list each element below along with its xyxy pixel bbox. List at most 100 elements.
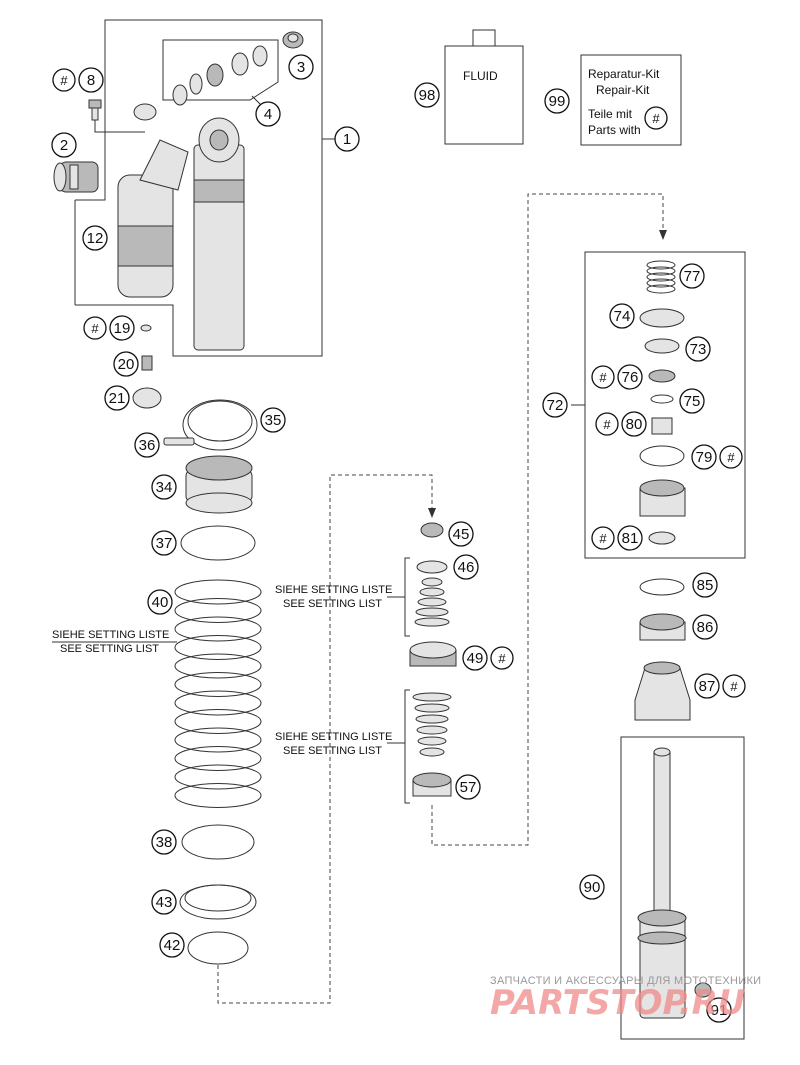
part-99-repair-kit	[580, 54, 682, 146]
part-piston-housing	[639, 479, 686, 517]
part-46-washer	[416, 560, 448, 574]
part-21-cap	[132, 387, 162, 409]
callout-74[interactable]: 74	[609, 303, 635, 329]
callout-circle	[151, 474, 177, 500]
callout-3[interactable]: 3	[288, 54, 314, 80]
callout-circle	[82, 225, 108, 251]
callout-number: 76	[622, 369, 639, 386]
shim	[415, 714, 449, 724]
siehe-setting-lower: SIEHE SETTING LISTE	[275, 731, 392, 743]
callout-81[interactable]: 81#	[591, 525, 643, 551]
hash-circle	[83, 316, 107, 340]
part-4-seal-rings	[172, 45, 268, 106]
callout-4[interactable]: 4	[255, 101, 281, 127]
part-40-spring[interactable]	[174, 579, 262, 808]
see-setting-left: SEE SETTING LIST	[60, 643, 159, 655]
callout-38[interactable]: 38	[151, 829, 177, 855]
shim-stack-bracket-lower	[404, 689, 410, 804]
callout-8[interactable]: 8#	[52, 67, 104, 93]
part-37-washer	[180, 525, 256, 561]
callout-circle	[151, 530, 177, 556]
callout-circle	[113, 351, 139, 377]
part-49-piston	[409, 641, 457, 667]
arrow-to-piston	[659, 230, 667, 240]
part-3-nut	[282, 31, 304, 49]
callout-86[interactable]: 86	[692, 614, 718, 640]
callout-98[interactable]: 98	[414, 82, 440, 108]
callout-35[interactable]: 35	[260, 407, 286, 433]
callout-49[interactable]: 49#	[462, 645, 514, 671]
callout-number: 42	[164, 937, 181, 954]
callout-circle	[617, 364, 643, 390]
callout-42[interactable]: 42	[159, 932, 185, 958]
callout-57[interactable]: 57	[455, 774, 481, 800]
part-42-ring	[187, 931, 249, 965]
callout-circle	[109, 315, 135, 341]
callout-91[interactable]: 91	[706, 997, 732, 1023]
hash-marker: #	[591, 526, 615, 550]
callout-2[interactable]: 2	[51, 132, 77, 158]
callout-77[interactable]: 77	[679, 263, 705, 289]
callout-circle	[679, 263, 705, 289]
part-19-oring	[140, 324, 152, 332]
hash-symbol: #	[498, 651, 506, 666]
callout-46[interactable]: 46	[453, 554, 479, 580]
callout-1[interactable]: 1	[334, 126, 360, 152]
part-75-oring	[650, 394, 674, 404]
callout-75[interactable]: 75	[679, 388, 705, 414]
shim	[417, 736, 447, 746]
callout-21[interactable]: 21	[104, 385, 130, 411]
callout-45[interactable]: 45	[448, 521, 474, 547]
callout-circle	[706, 997, 732, 1023]
callout-40[interactable]: 40	[147, 589, 173, 615]
shim	[414, 617, 450, 627]
siehe-setting-left: SIEHE SETTING LISTE	[52, 629, 169, 641]
spring-coil	[174, 746, 262, 771]
callout-number: 90	[584, 879, 601, 896]
shim	[415, 607, 449, 617]
hash-marker: #	[719, 445, 743, 469]
hash-circle	[591, 526, 615, 550]
callout-79[interactable]: 79#	[691, 444, 743, 470]
hash-circle	[52, 68, 76, 92]
callout-number: 43	[156, 894, 173, 911]
hash-marker: #	[595, 412, 619, 436]
callout-73[interactable]: 73	[685, 336, 711, 362]
shim	[417, 597, 447, 607]
callout-72[interactable]: 72	[542, 392, 568, 418]
shim	[419, 587, 445, 597]
spring-coil	[174, 783, 262, 808]
part-shim-stack-upper	[414, 577, 450, 627]
callout-87[interactable]: 87#	[694, 673, 746, 699]
callout-90[interactable]: 90	[579, 874, 605, 900]
callout-circle	[453, 554, 479, 580]
callout-36[interactable]: 36	[134, 432, 160, 458]
callout-76[interactable]: 76#	[591, 364, 643, 390]
hash-circle	[591, 365, 615, 389]
callout-number: 37	[156, 535, 173, 552]
callout-85[interactable]: 85	[692, 572, 718, 598]
callout-80[interactable]: 80#	[595, 411, 647, 437]
callout-circle	[694, 673, 720, 699]
callout-19[interactable]: 19#	[83, 315, 135, 341]
part-57-seat	[412, 772, 452, 797]
spring-coil	[646, 260, 676, 270]
part-76-seal	[648, 369, 676, 383]
callout-circle	[685, 336, 711, 362]
callout-circle	[51, 132, 77, 158]
callout-number: 36	[139, 437, 156, 454]
callout-number: 91	[711, 1002, 728, 1019]
callout-layer: 12348#1219#20213536343740384342454649#57…	[51, 54, 746, 1023]
callout-12[interactable]: 12	[82, 225, 108, 251]
part-36-bolt	[163, 437, 195, 446]
callout-20[interactable]: 20	[113, 351, 139, 377]
callout-99[interactable]: 99	[544, 88, 570, 114]
dashed-path-spring	[217, 474, 433, 1004]
callout-43[interactable]: 43	[151, 889, 177, 915]
hash-circle	[719, 445, 743, 469]
callout-37[interactable]: 37	[151, 530, 177, 556]
hash-marker: #	[490, 646, 514, 670]
callout-34[interactable]: 34	[151, 474, 177, 500]
callout-circle	[617, 525, 643, 551]
callout-number: 85	[697, 577, 714, 594]
